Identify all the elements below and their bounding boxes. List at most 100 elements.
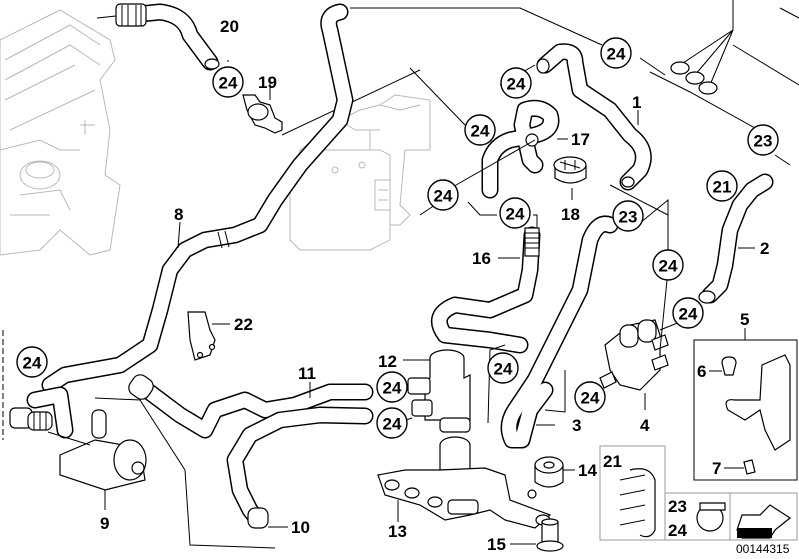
callout-circle bbox=[574, 381, 606, 413]
callout-16: 16 bbox=[472, 249, 491, 268]
bracket-22 bbox=[187, 311, 230, 361]
callout-22: 22 bbox=[234, 315, 253, 334]
callout-number: 24 bbox=[23, 354, 42, 373]
callout-number: 23 bbox=[754, 132, 773, 151]
circled-callout-23: 23 bbox=[747, 124, 779, 156]
callout-number: 24 bbox=[219, 74, 238, 93]
water-valve-4 bbox=[599, 249, 686, 410]
callout-21-legend: 21 bbox=[603, 452, 622, 471]
bolt-15 bbox=[510, 518, 564, 552]
circled-callout-24: 24 bbox=[16, 346, 48, 378]
plain-callouts: 1 2 3 4 5 6 7 8 9 10 11 12 13 14 15 16 1… bbox=[100, 17, 769, 554]
callout-circle bbox=[706, 170, 738, 202]
callout-8: 8 bbox=[174, 205, 183, 224]
callout-number: 24 bbox=[383, 415, 402, 434]
callout-number: 24 bbox=[471, 122, 490, 141]
callout-number: 24 bbox=[507, 75, 526, 94]
callout-19: 19 bbox=[258, 73, 277, 92]
circled-callout-23: 23 bbox=[612, 200, 644, 232]
callout-2: 2 bbox=[760, 239, 769, 258]
connector-cluster bbox=[670, 0, 799, 95]
circled-callout-24: 24 bbox=[376, 371, 408, 403]
clip-21-shape bbox=[629, 468, 656, 538]
callout-circle bbox=[464, 114, 496, 146]
hose-2 bbox=[698, 173, 774, 304]
circled-callout-24: 24 bbox=[487, 352, 519, 384]
callout-circle bbox=[427, 179, 459, 211]
leader-lines bbox=[227, 7, 791, 423]
callout-5: 5 bbox=[740, 310, 749, 329]
bracket-13 bbox=[377, 436, 552, 529]
callout-number: 24 bbox=[506, 205, 525, 224]
grommet-18 bbox=[553, 156, 587, 200]
callout-number: 21 bbox=[713, 178, 732, 197]
callout-7: 7 bbox=[712, 459, 721, 478]
callout-1: 1 bbox=[632, 93, 641, 112]
callout-18: 18 bbox=[561, 205, 580, 224]
circled-callout-24: 24 bbox=[672, 297, 704, 329]
callout-number: 24 bbox=[494, 360, 513, 379]
callout-circle bbox=[747, 124, 779, 156]
callout-10: 10 bbox=[291, 518, 310, 537]
callout-circle bbox=[212, 66, 244, 98]
callout-17: 17 bbox=[571, 130, 590, 149]
auxiliary-heater-ghost bbox=[289, 94, 431, 251]
circled-callout-21: 21 bbox=[706, 170, 738, 202]
callout-number: 24 bbox=[434, 187, 453, 206]
callout-6: 6 bbox=[697, 362, 706, 381]
callout-circle bbox=[487, 352, 519, 384]
valve-12 bbox=[403, 344, 506, 433]
callout-circle bbox=[376, 371, 408, 403]
callout-13: 13 bbox=[388, 522, 407, 541]
hose-17 bbox=[481, 99, 568, 199]
hose-8 bbox=[41, 3, 354, 394]
circled-callout-24: 24 bbox=[464, 114, 496, 146]
callout-24-legend: 24 bbox=[668, 521, 687, 540]
arrow-symbol-bar bbox=[737, 528, 772, 538]
callout-circle bbox=[600, 37, 632, 69]
hose-3 bbox=[500, 215, 619, 449]
engine-block-ghost bbox=[0, 9, 121, 256]
circled-callout-24: 24 bbox=[376, 407, 408, 439]
callout-circle bbox=[652, 249, 684, 281]
callout-circle bbox=[500, 67, 532, 99]
callout-circle bbox=[376, 407, 408, 439]
circled-callout-24: 24 bbox=[500, 67, 532, 99]
hose-10 bbox=[226, 406, 374, 529]
connector-left bbox=[9, 386, 74, 439]
hose-11 bbox=[128, 374, 374, 439]
callout-circle bbox=[16, 346, 48, 378]
callout-circle bbox=[612, 200, 644, 232]
document-number: 00144315 bbox=[736, 542, 790, 556]
hose-1 bbox=[536, 43, 652, 191]
callout-3: 3 bbox=[572, 416, 581, 435]
legend-boxes bbox=[599, 445, 798, 541]
check-valve-19 bbox=[242, 69, 421, 136]
callout-circle bbox=[672, 297, 704, 329]
circled-callout-24: 24 bbox=[652, 249, 684, 281]
circled-callout-24: 24 bbox=[574, 381, 606, 413]
callout-23-legend: 23 bbox=[668, 497, 687, 516]
hose-20 bbox=[96, 3, 220, 71]
callout-number: 24 bbox=[607, 45, 626, 64]
callout-15: 15 bbox=[487, 535, 506, 554]
callout-number: 23 bbox=[619, 208, 638, 227]
pump-9 bbox=[47, 397, 276, 549]
callout-20: 20 bbox=[220, 17, 239, 36]
callout-14: 14 bbox=[578, 461, 597, 480]
callout-12: 12 bbox=[378, 352, 397, 371]
callout-number: 24 bbox=[383, 379, 402, 398]
callout-number: 24 bbox=[659, 257, 678, 276]
callout-9: 9 bbox=[100, 514, 109, 533]
circled-callout-24: 24 bbox=[499, 197, 531, 229]
callout-number: 24 bbox=[581, 389, 600, 408]
bracket-set-box-5 bbox=[693, 328, 798, 481]
circled-callout-24: 24 bbox=[427, 179, 459, 211]
hose-16 bbox=[430, 226, 541, 354]
circled-callout-24: 24 bbox=[212, 66, 244, 98]
circled-callout-24: 24 bbox=[600, 37, 632, 69]
callout-number: 24 bbox=[679, 305, 698, 324]
grommet-14 bbox=[534, 456, 575, 488]
